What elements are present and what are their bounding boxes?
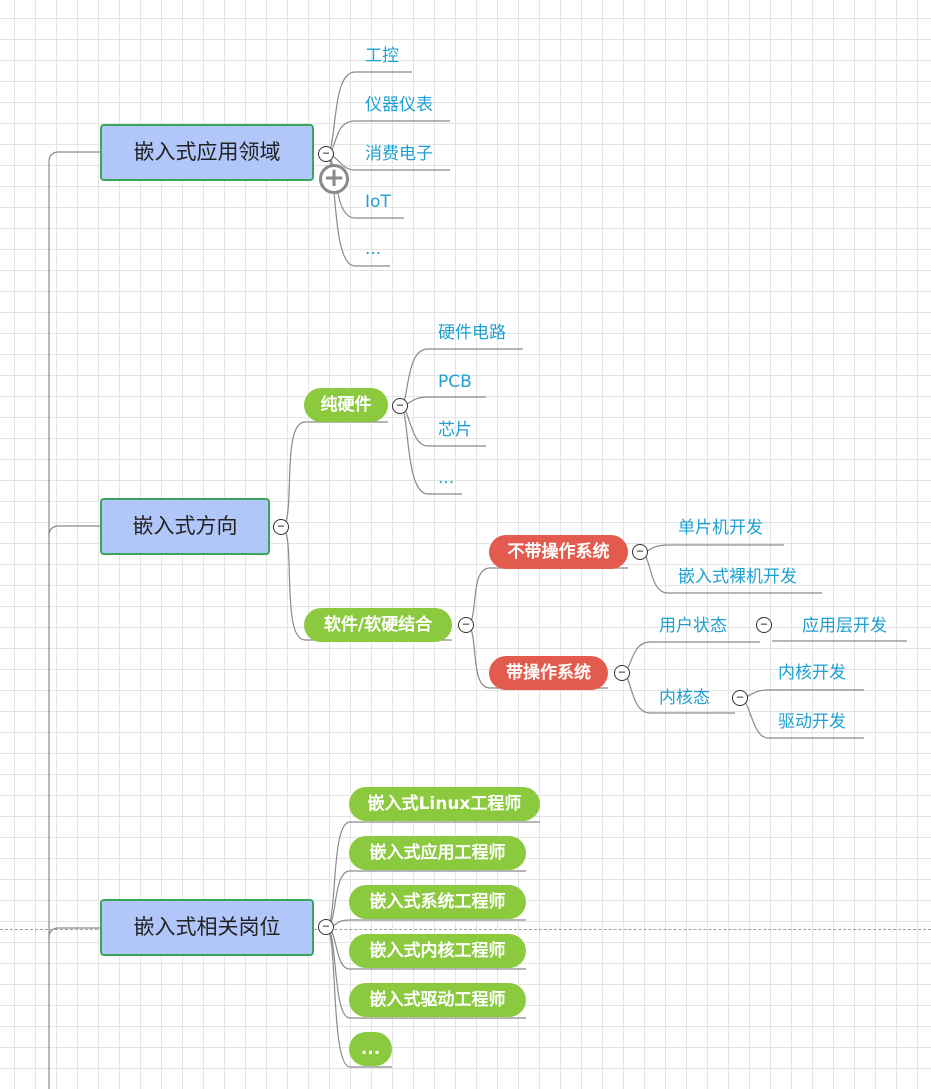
plus-circle-icon[interactable]: + <box>319 164 349 194</box>
leaf-ellipsis[interactable]: ... <box>438 468 455 488</box>
minus-circle-icon[interactable]: − <box>318 146 334 162</box>
minus-circle-icon[interactable]: − <box>318 919 334 935</box>
leaf-bare-metal-dev[interactable]: 嵌入式裸机开发 <box>678 567 797 587</box>
page-break-line <box>0 929 931 930</box>
leaf-chip[interactable]: 芯片 <box>438 420 472 440</box>
node-with-os[interactable]: 带操作系统 <box>489 656 608 690</box>
leaf-ellipsis[interactable]: ... <box>365 239 382 259</box>
leaf-instruments[interactable]: 仪器仪表 <box>365 95 433 115</box>
node-kernel-mode[interactable]: 内核态 <box>659 688 710 708</box>
topic-application-fields[interactable]: 嵌入式应用领域 <box>100 124 314 181</box>
minus-circle-icon[interactable]: − <box>458 617 474 633</box>
job-driver-engineer[interactable]: 嵌入式驱动工程师 <box>349 983 526 1017</box>
minus-circle-icon[interactable]: − <box>732 690 748 706</box>
leaf-kernel-dev[interactable]: 内核开发 <box>778 663 846 683</box>
leaf-driver-dev[interactable]: 驱动开发 <box>778 712 846 732</box>
job-system-engineer[interactable]: 嵌入式系统工程师 <box>349 885 526 919</box>
leaf-iot[interactable]: IoT <box>365 192 391 212</box>
root-trunk-line <box>48 151 100 1089</box>
leaf-consumer-electronics[interactable]: 消费电子 <box>365 144 433 164</box>
leaf-hardware-circuit[interactable]: 硬件电路 <box>438 323 506 343</box>
leaf-pcb[interactable]: PCB <box>438 372 472 392</box>
job-ellipsis[interactable]: ... <box>349 1032 392 1066</box>
node-no-os[interactable]: 不带操作系统 <box>489 535 628 569</box>
minus-circle-icon[interactable]: − <box>632 544 648 560</box>
job-linux-engineer[interactable]: 嵌入式Linux工程师 <box>349 787 540 821</box>
root-link-direction <box>48 525 100 537</box>
minus-circle-icon[interactable]: − <box>756 617 772 633</box>
leaf-industrial-control[interactable]: 工控 <box>365 46 399 66</box>
job-application-engineer[interactable]: 嵌入式应用工程师 <box>349 836 526 870</box>
minus-circle-icon[interactable]: − <box>273 519 289 535</box>
leaf-mcu-dev[interactable]: 单片机开发 <box>678 518 763 538</box>
node-pure-hardware[interactable]: 纯硬件 <box>304 388 388 422</box>
minus-circle-icon[interactable]: − <box>392 398 408 414</box>
node-user-mode[interactable]: 用户状态 <box>659 616 727 636</box>
leaf-app-layer-dev[interactable]: 应用层开发 <box>802 616 887 636</box>
minus-circle-icon[interactable]: − <box>614 665 630 681</box>
topic-directions[interactable]: 嵌入式方向 <box>100 498 270 555</box>
job-kernel-engineer[interactable]: 嵌入式内核工程师 <box>349 934 526 968</box>
node-software-combined[interactable]: 软件/软硬结合 <box>304 608 452 642</box>
topic-related-jobs[interactable]: 嵌入式相关岗位 <box>100 899 314 956</box>
